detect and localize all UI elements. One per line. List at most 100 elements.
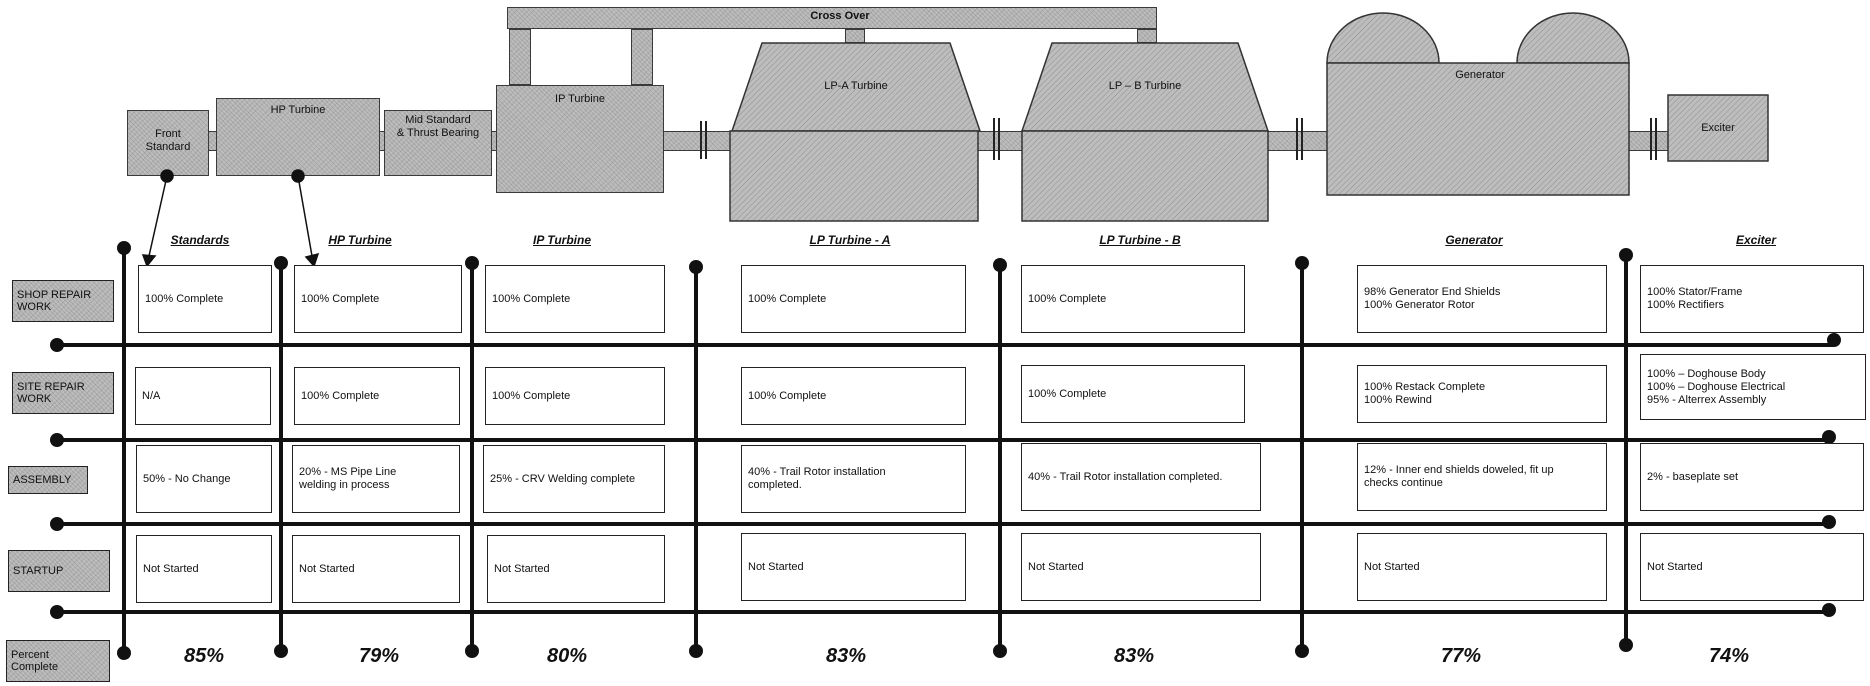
cell-startup-lpb: Not Started (1021, 533, 1261, 601)
cell-shop-standards: 100% Complete (138, 265, 272, 333)
cell-text: Not Started (299, 562, 355, 575)
cell-site-lpb: 100% Complete (1021, 365, 1245, 423)
cell-text: 100% Complete (1028, 292, 1107, 305)
cell-site-hp: 100% Complete (294, 367, 460, 425)
row-label-startup: STARTUP (8, 550, 110, 592)
cell-site-generator: 100% Restack Complete 100% Rewind (1357, 365, 1607, 423)
row-label-text: Percent Complete (11, 649, 59, 673)
endpoint-dot (1822, 515, 1836, 529)
column-header-hp-turbine: HP Turbine (328, 233, 392, 247)
percent-exciter: 74% (1708, 645, 1750, 667)
row-label-shop-repair: SHOP REPAIR WORK (12, 280, 114, 322)
cell-text: Not Started (1028, 560, 1084, 573)
crossover-pipe (507, 7, 1157, 29)
cell-text: 20% - MS Pipe Line welding in process (299, 466, 397, 491)
hp-turbine-block (216, 98, 380, 176)
endpoint-dot (50, 338, 64, 352)
cell-text: 100% Complete (492, 292, 571, 305)
lpb-turbine-label: LP – B Turbine (1108, 80, 1182, 92)
cell-shop-ip: 100% Complete (485, 265, 665, 333)
column-header-standards: Standards (170, 233, 230, 247)
mid-standard-block (384, 110, 492, 176)
cell-text: 100% Complete (301, 389, 380, 402)
percent-ip: 80% (546, 645, 588, 667)
column-divider (279, 262, 283, 650)
row-divider (56, 438, 1828, 442)
cell-text: 50% - No Change (143, 472, 231, 485)
endpoint-dot (465, 256, 479, 270)
cell-text: Not Started (143, 562, 199, 575)
cell-assembly-generator: 12% - Inner end shields doweled, fit up … (1357, 443, 1607, 511)
column-header-exciter: Exciter (1735, 233, 1777, 247)
endpoint-dot (993, 258, 1007, 272)
column-divider (998, 264, 1002, 650)
percent-standards: 85% (183, 645, 225, 667)
endpoint-dot (689, 260, 703, 274)
cell-text: 100% Complete (145, 292, 224, 305)
cell-text: 40% - Trail Rotor installation completed… (1028, 470, 1223, 483)
endpoint-dot (1295, 644, 1309, 658)
row-label-percent-complete: Percent Complete (6, 640, 110, 682)
column-header-lp-turbine-a: LP Turbine - A (809, 233, 891, 247)
exciter-label: Exciter (1701, 122, 1735, 134)
cell-text: Not Started (1647, 560, 1703, 573)
cell-assembly-lpb: 40% - Trail Rotor installation completed… (1021, 443, 1261, 511)
column-header-ip-turbine: IP Turbine (532, 233, 591, 247)
cell-shop-lpb: 100% Complete (1021, 265, 1245, 333)
row-label-text: SITE REPAIR WORK (17, 381, 85, 405)
cell-startup-exciter: Not Started (1640, 533, 1864, 601)
cell-text: Not Started (1364, 560, 1420, 573)
cell-shop-lpa: 100% Complete (741, 265, 966, 333)
crossover-label: Cross Over (810, 10, 870, 22)
cell-shop-generator: 98% Generator End Shields 100% Generator… (1357, 265, 1607, 333)
cell-text: 100% Complete (492, 389, 571, 402)
cell-text: 100% Complete (748, 389, 827, 402)
hp-turbine-label: HP Turbine (270, 104, 326, 116)
cell-text: 100% Complete (1028, 387, 1107, 400)
cell-startup-hp: Not Started (292, 535, 460, 603)
row-label-text: STARTUP (13, 565, 64, 577)
row-divider (56, 343, 1834, 347)
cell-assembly-hp: 20% - MS Pipe Line welding in process (292, 445, 460, 513)
cell-startup-ip: Not Started (487, 535, 665, 603)
row-divider (56, 610, 1828, 614)
cell-site-standards: N/A (135, 367, 271, 425)
column-divider (122, 248, 126, 654)
cell-assembly-ip: 25% - CRV Welding complete (483, 445, 665, 513)
row-divider (56, 522, 1828, 526)
cell-startup-generator: Not Started (1357, 533, 1607, 601)
column-divider (694, 266, 698, 650)
endpoint-dot (274, 256, 288, 270)
ip-turbine-block (496, 85, 664, 193)
column-divider (470, 262, 474, 650)
endpoint-dot (1827, 333, 1841, 347)
front-standard-label: Front Standard (145, 128, 191, 153)
endpoint-dot (1295, 256, 1309, 270)
cell-startup-lpa: Not Started (741, 533, 966, 601)
generator-label: Generator (1455, 69, 1505, 81)
ip-turbine-label: IP Turbine (555, 93, 605, 105)
column-divider (1624, 255, 1628, 647)
endpoint-dot (993, 644, 1007, 658)
endpoint-dot (50, 517, 64, 531)
row-label-assembly: ASSEMBLY (8, 466, 88, 494)
percent-generator: 77% (1440, 645, 1482, 667)
cell-text: 98% Generator End Shields 100% Generator… (1364, 286, 1501, 311)
endpoint-dot (1619, 248, 1633, 262)
front-standard-block (127, 110, 209, 176)
column-header-lp-turbine-b: LP Turbine - B (1099, 233, 1181, 247)
crossover-leg-right (1137, 29, 1157, 43)
endpoint-dot (689, 644, 703, 658)
column-divider (1300, 262, 1304, 650)
coupling (705, 121, 707, 159)
endpoint-dot (117, 241, 131, 255)
cell-text: 100% Complete (301, 292, 380, 305)
cell-text: 100% Complete (748, 292, 827, 305)
cell-text: 25% - CRV Welding complete (490, 472, 636, 485)
percent-lpa: 83% (825, 645, 867, 667)
cell-site-ip: 100% Complete (485, 367, 665, 425)
cell-text: N/A (142, 389, 161, 402)
endpoint-dot (1822, 430, 1836, 444)
